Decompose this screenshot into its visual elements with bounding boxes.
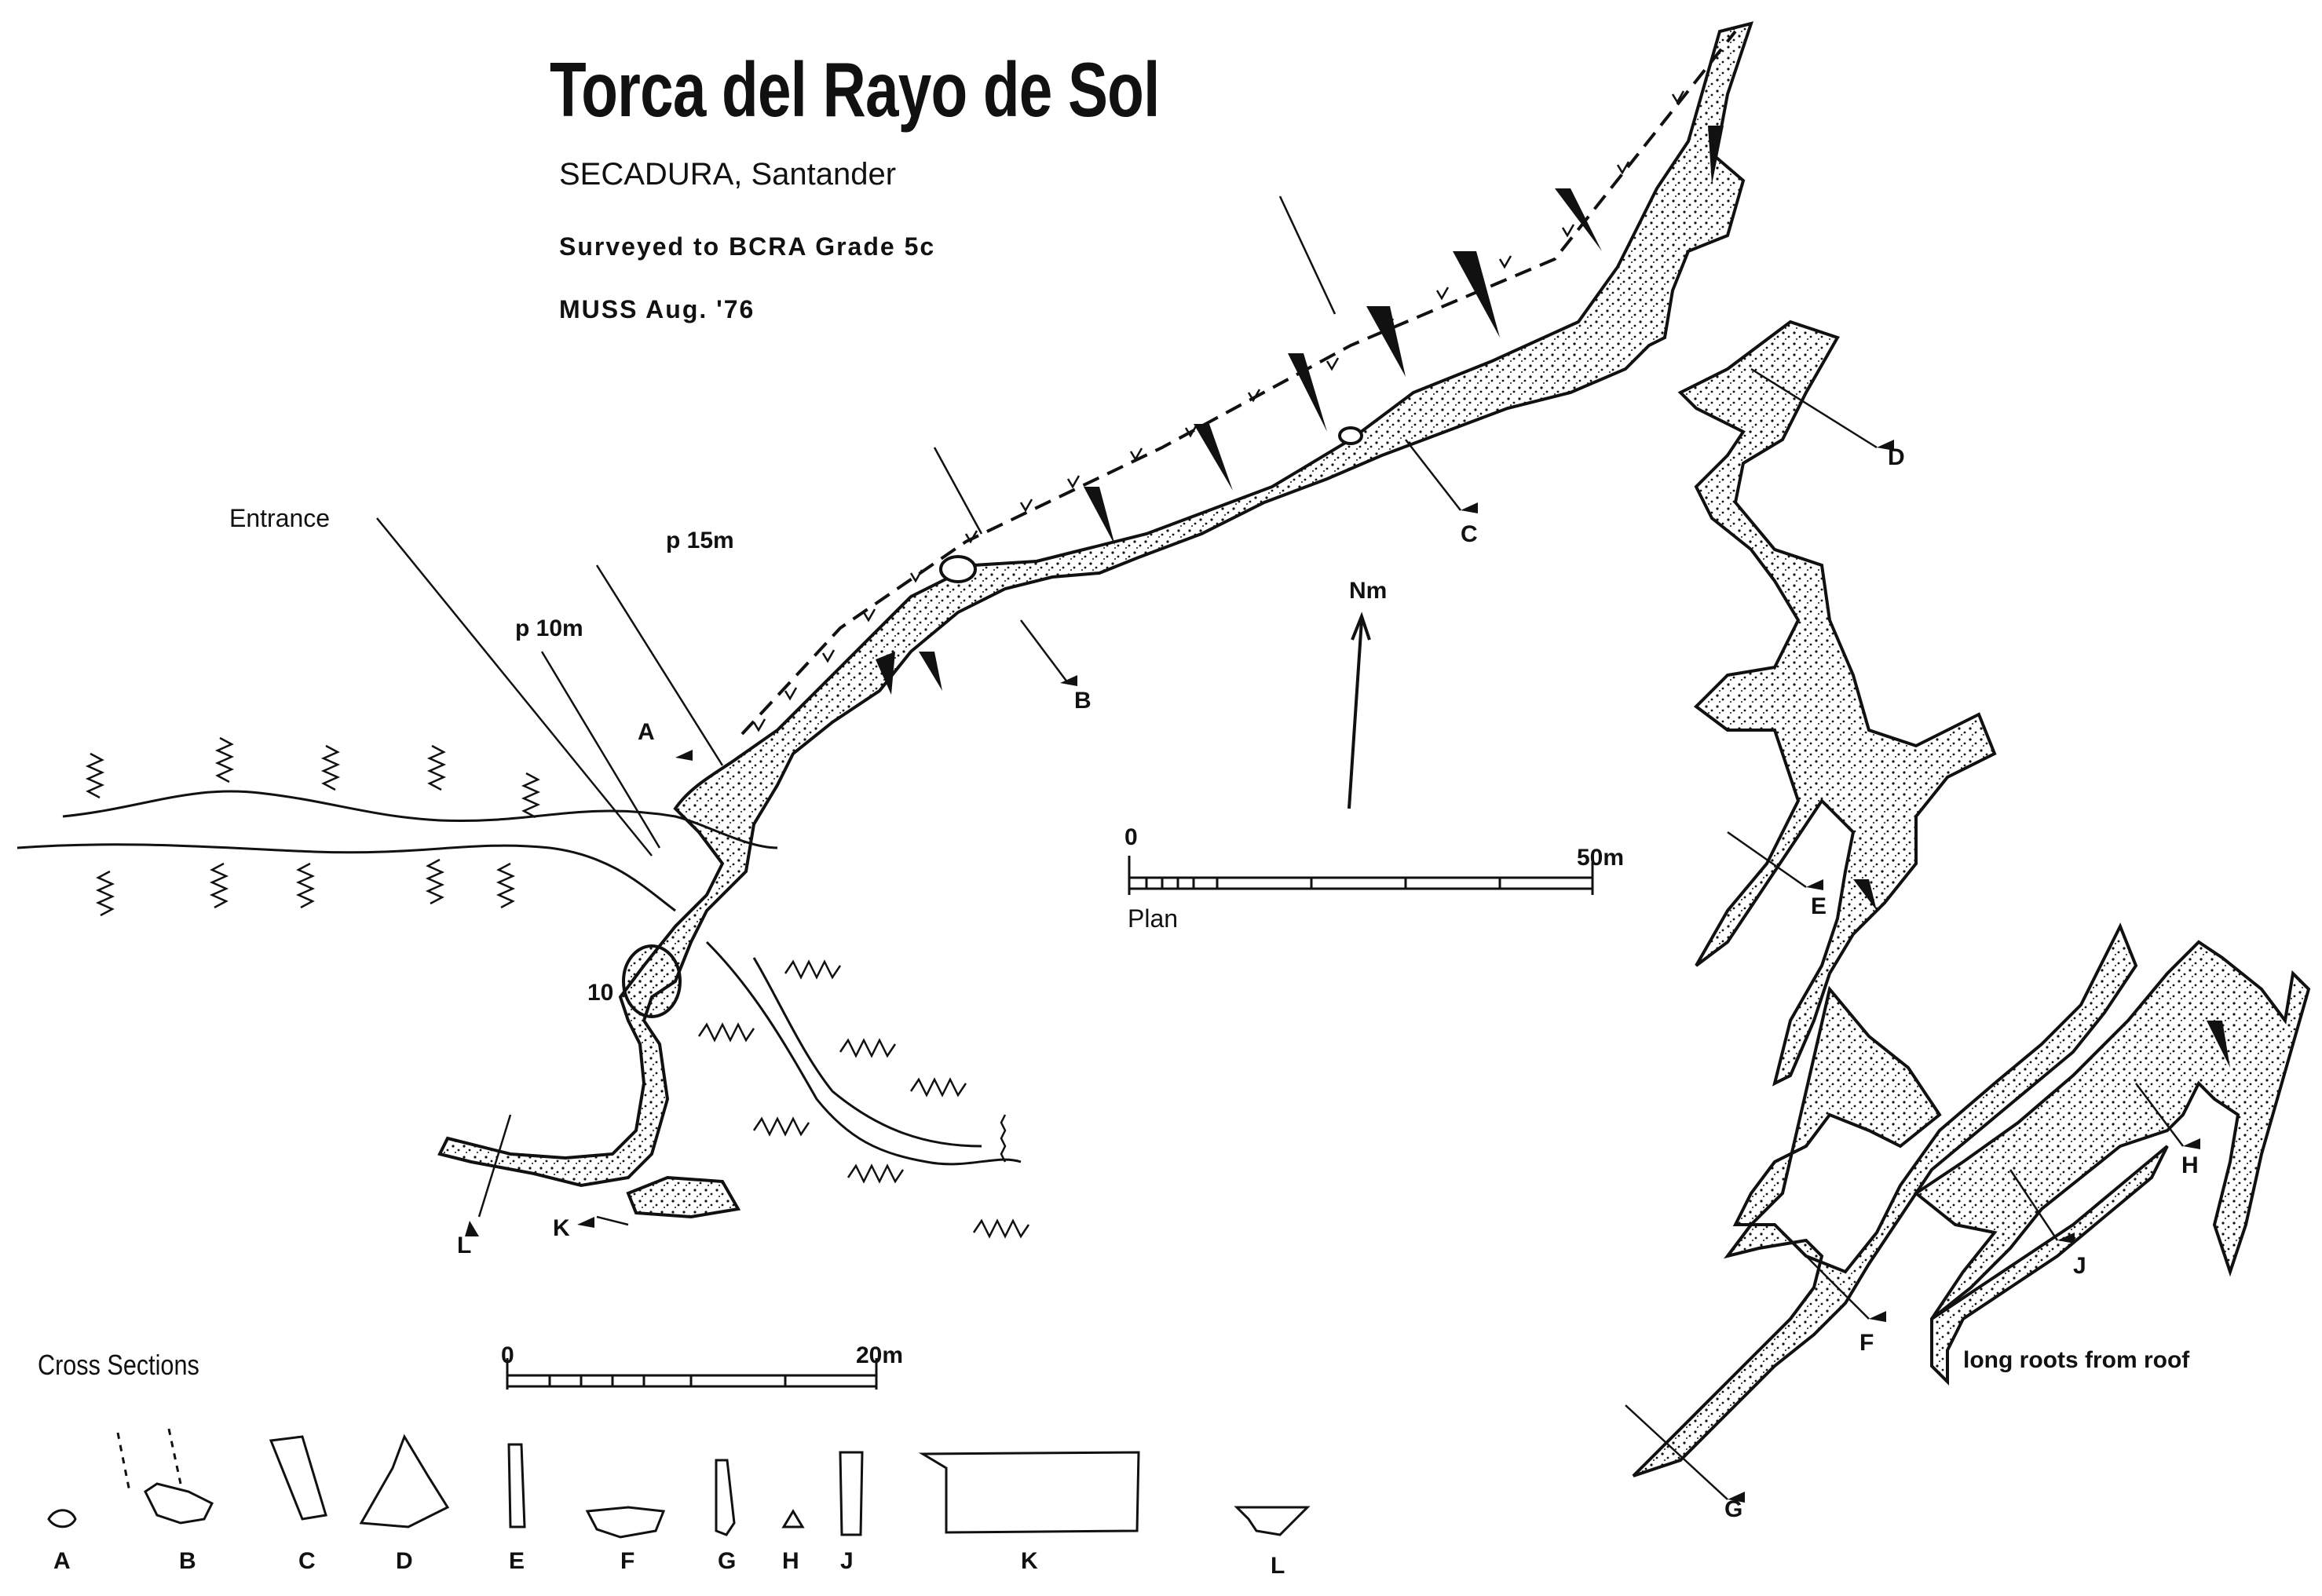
map-title: Torca del Rayo de Sol [550,46,1160,133]
cross-section-label-d: D [396,1548,413,1574]
pitch-up-label: 10 [587,980,614,1006]
cross-section-label-f: F [620,1548,635,1574]
cross-section-label-c: C [298,1548,316,1574]
cross-section-label-l: L [1271,1553,1285,1579]
cross-section-label-g: G [718,1548,737,1574]
cave-passage-main [437,21,1754,1219]
section-marker-c: C [1461,521,1478,547]
cross-section-label-b: B [179,1548,196,1574]
roots-note: long roots from roof [1963,1347,2190,1373]
section-marker-h: H [2181,1152,2199,1178]
section-marker-e: E [1811,893,1827,919]
survey-team-date: MUSS Aug. '76 [559,295,755,323]
section-marker-f: F [1859,1330,1874,1356]
section-marker-g: G [1724,1496,1743,1522]
surface-valley [16,790,1022,1166]
wedge-symbols [876,126,2230,1068]
dashed-outline [740,30,1737,736]
cross-section-label-j: J [840,1548,854,1574]
section-marker-k: K [553,1215,570,1241]
plan-scale-end: 50m [1577,845,1625,871]
section-marker-a: A [638,719,655,745]
section-marker-b: B [1074,688,1092,714]
section-lines [376,195,2184,1500]
north-label: Nm [1349,578,1388,604]
cross-section-label-h: H [782,1548,799,1574]
section-marker-d: D [1888,444,1905,470]
section-marker-l: L [457,1233,472,1258]
cross-section-shapes [47,1428,1311,1539]
pitch-15m-label: p 15m [666,528,734,553]
entrance-label: Entrance [229,504,331,532]
section-scale-start: 0 [501,1342,514,1368]
dip-ticks [752,90,1685,732]
plan-scale-bar [1128,856,1594,895]
map-location: SECADURA, Santander [559,157,897,192]
cross-section-label-a: A [53,1548,71,1574]
section-scale-bar [506,1358,878,1390]
cross-section-label-e: E [509,1548,525,1574]
cross-section-label-k: K [1021,1548,1038,1574]
section-flags [465,440,2200,1503]
north-arrow [1347,612,1371,809]
cross-sections-heading: Cross Sections [38,1349,199,1381]
section-marker-j: J [2073,1253,2086,1279]
pitch-10m-label: p 10m [515,615,583,641]
section-scale-end: 20m [856,1342,904,1368]
pitch-chambers [622,426,1363,1018]
survey-grade: Surveyed to BCRA Grade 5c [559,232,936,261]
surface-vegetation [85,736,1030,1239]
plan-scale-label: Plan [1128,904,1179,933]
cave-passage-east [1632,320,2311,1477]
plan-scale-start: 0 [1124,824,1138,850]
